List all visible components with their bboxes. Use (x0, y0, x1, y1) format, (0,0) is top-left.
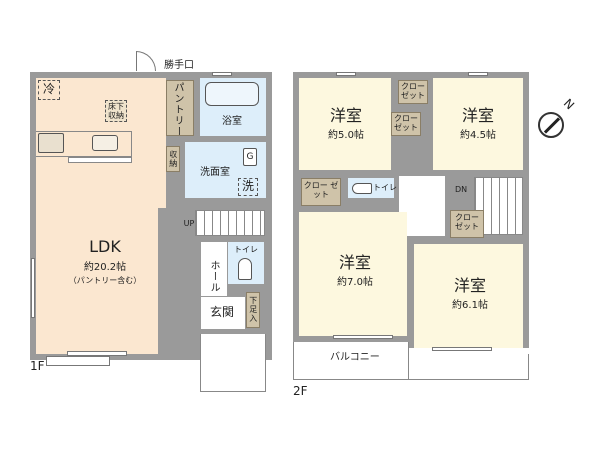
window (67, 351, 127, 356)
floor-1-label: 1F (30, 359, 45, 373)
room-storage (166, 146, 180, 172)
shoe-storage-label: 下足入 (248, 295, 258, 323)
stairs-down-label: DN (455, 185, 468, 194)
window (333, 335, 393, 339)
storage-label: 収納 (168, 150, 178, 168)
underfloor-storage-label: 床下収納 (108, 102, 124, 121)
window (336, 72, 356, 76)
ldk-size: 約20.2帖 (83, 262, 127, 273)
stove-icon (38, 133, 64, 153)
pantry-label: パントリー (172, 82, 183, 137)
room-hall (201, 242, 227, 296)
closet (301, 178, 341, 206)
washer-space (238, 178, 258, 196)
room-western-7-0 (299, 212, 407, 336)
closet (398, 80, 428, 104)
fridge-space (38, 80, 60, 100)
room-name: 洋室 (338, 253, 371, 272)
balcony-label: バルコニー (330, 352, 380, 363)
fridge-label: 冷 (42, 82, 55, 96)
bathtub-icon (205, 82, 259, 106)
counter-bar (68, 157, 132, 163)
closet-label: クロー ゼット (401, 82, 425, 100)
ldk-name: LDK (89, 237, 121, 256)
closet-label: クロー ゼット (303, 181, 339, 199)
toilet-label-1f: トイレ (234, 245, 258, 254)
room-ldk (36, 78, 158, 354)
toilet-icon (238, 258, 252, 280)
porch (200, 334, 266, 392)
closet-label: クロー ゼット (455, 213, 479, 231)
bathroom-label: 浴室 (222, 116, 242, 127)
balcony (293, 342, 409, 380)
back-door-label: 勝手口 (164, 60, 194, 71)
ldk-note: （パントリー含む） (68, 276, 142, 285)
room-name: 洋室 (461, 106, 494, 125)
window (31, 258, 35, 318)
closet (450, 210, 484, 238)
compass-icon (538, 112, 564, 138)
entrance-label: 玄関 (209, 305, 234, 319)
room-size: 約5.0帖 (328, 130, 364, 141)
room-name: 洋室 (453, 276, 486, 295)
window (46, 356, 110, 366)
room-ldk-pantry-area (158, 78, 166, 208)
room-size: 約7.0帖 (337, 277, 373, 288)
underfloor-storage (105, 100, 127, 122)
staircase-1f (195, 210, 265, 236)
closet-label: クロー ゼット (394, 114, 418, 132)
room-entrance (201, 297, 245, 329)
back-door (136, 51, 156, 71)
sink-icon (92, 135, 118, 151)
balcony (409, 354, 529, 380)
room-pantry (166, 80, 194, 136)
window (468, 72, 488, 76)
room-western-4-5 (433, 78, 523, 170)
toilet-label-2f: トイレ (373, 183, 397, 192)
washer-label: 洗 (241, 179, 254, 193)
stairs-up-label: UP (183, 219, 195, 228)
room-size: 約6.1帖 (452, 300, 488, 311)
room-western-5-0 (299, 78, 391, 170)
room-size: 約4.5帖 (460, 130, 496, 141)
compass-north-label: N (560, 96, 578, 113)
room-name: 洋室 (329, 106, 362, 125)
hall-label: ホール (208, 259, 219, 293)
toilet-icon (352, 183, 372, 194)
room-western-6-1 (414, 244, 523, 348)
shoe-storage (246, 292, 260, 328)
window (212, 72, 232, 76)
washroom-label: 洗面室 (200, 167, 230, 178)
floor-2-label: 2F (293, 384, 308, 398)
water-heater-icon: G (243, 148, 257, 166)
closet (391, 112, 421, 136)
window (432, 347, 492, 351)
